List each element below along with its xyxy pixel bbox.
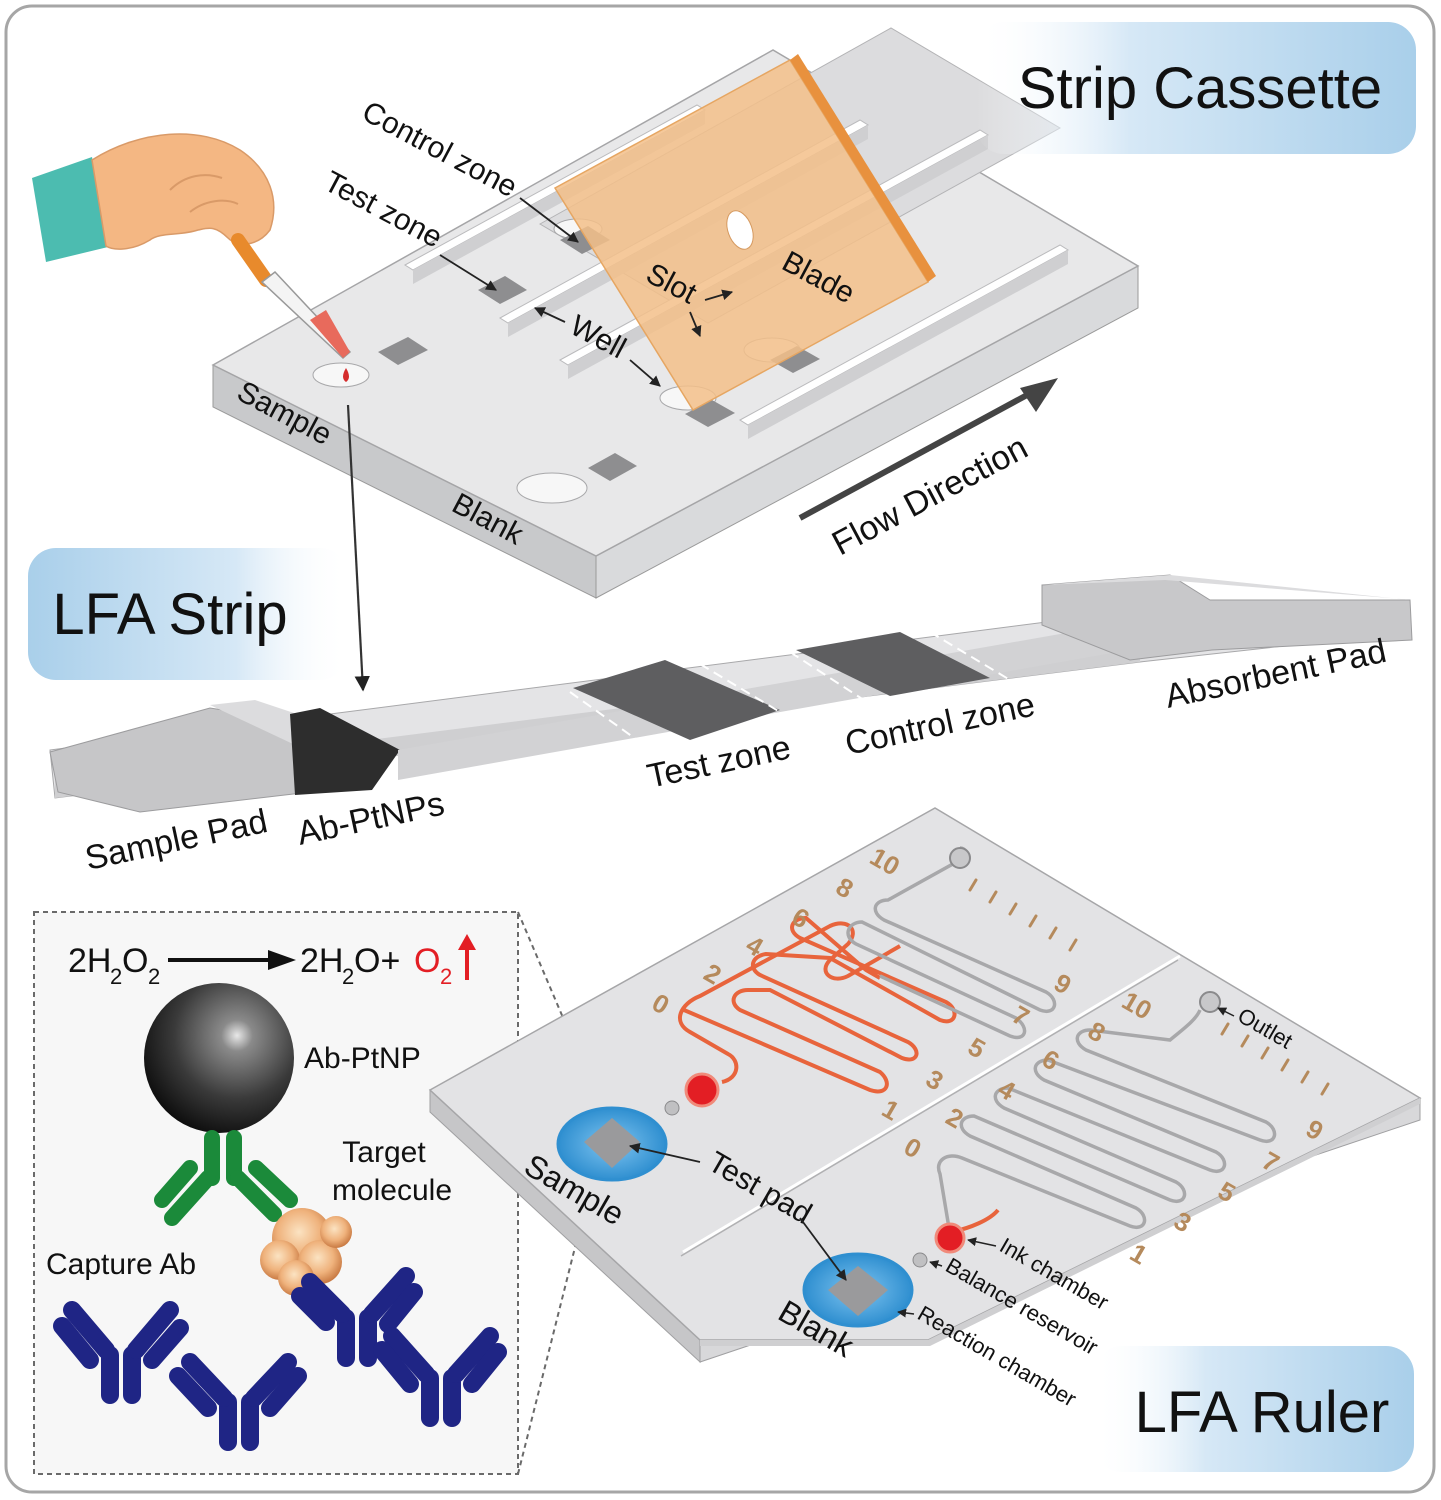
left-ink-serpentine	[683, 915, 957, 1094]
lfa-ruler-badge: LFA Ruler	[1094, 1346, 1414, 1472]
lfa-strip-title: LFA Strip	[52, 582, 287, 647]
control-zone-pad	[796, 632, 990, 696]
eq-right-sub1: 2	[342, 964, 354, 989]
ptnp-sphere	[144, 983, 294, 1133]
lfa-strip-badge: LFA Strip	[28, 548, 348, 680]
right-ink-chamber	[934, 1222, 966, 1254]
reaction-equation: 2H 2 O 2 2H 2 O+ O 2	[68, 934, 476, 989]
test-zone-pad	[573, 660, 780, 740]
sample-to-strip-arrow	[346, 404, 370, 692]
detection-antibody	[154, 1130, 298, 1226]
right-ruler-tick-marks	[1220, 1022, 1330, 1096]
target-label-line1: Target	[342, 1136, 426, 1169]
conjugate-pad	[290, 708, 400, 795]
left-outlet	[949, 847, 971, 869]
eq-left-sub2: 2	[148, 964, 160, 989]
lfa-ruler-title: LFA Ruler	[1135, 1380, 1390, 1445]
lfa-strip	[49, 574, 1413, 813]
target-label-line2: molecule	[332, 1174, 452, 1207]
eq-o2-sub: 2	[440, 964, 452, 989]
left-ink-chamber	[684, 1072, 720, 1108]
left-ink-channel	[678, 921, 901, 1084]
left-ruler-tick-marks	[968, 878, 1078, 952]
eq-left-o: O	[122, 942, 148, 980]
capture-ab-label: Capture Ab	[46, 1248, 196, 1281]
absorbent-pad	[1041, 574, 1413, 661]
eq-right-h: 2H	[300, 942, 343, 980]
eq-o2: O	[414, 942, 440, 980]
right-outlet	[1199, 991, 1221, 1013]
ab-ptnp-label: Ab-PtNP	[304, 1042, 421, 1075]
mechanism-inset: 2H 2 O 2 2H 2 O+ O 2 Ab-PtNP	[33, 911, 611, 1475]
strip-cassette-badge: Strip Cassette	[976, 22, 1416, 154]
target-molecule	[260, 1208, 352, 1296]
hand-with-pipette	[32, 133, 352, 360]
strip-cassette-title: Strip Cassette	[1018, 56, 1382, 121]
eq-left-h: 2H	[68, 942, 111, 980]
eq-left-sub1: 2	[110, 964, 122, 989]
right-empty-serpentine	[936, 1009, 1277, 1235]
capture-antibodies	[53, 1267, 507, 1451]
strip-cassette	[211, 27, 1140, 599]
eq-right-o: O+	[354, 942, 400, 980]
